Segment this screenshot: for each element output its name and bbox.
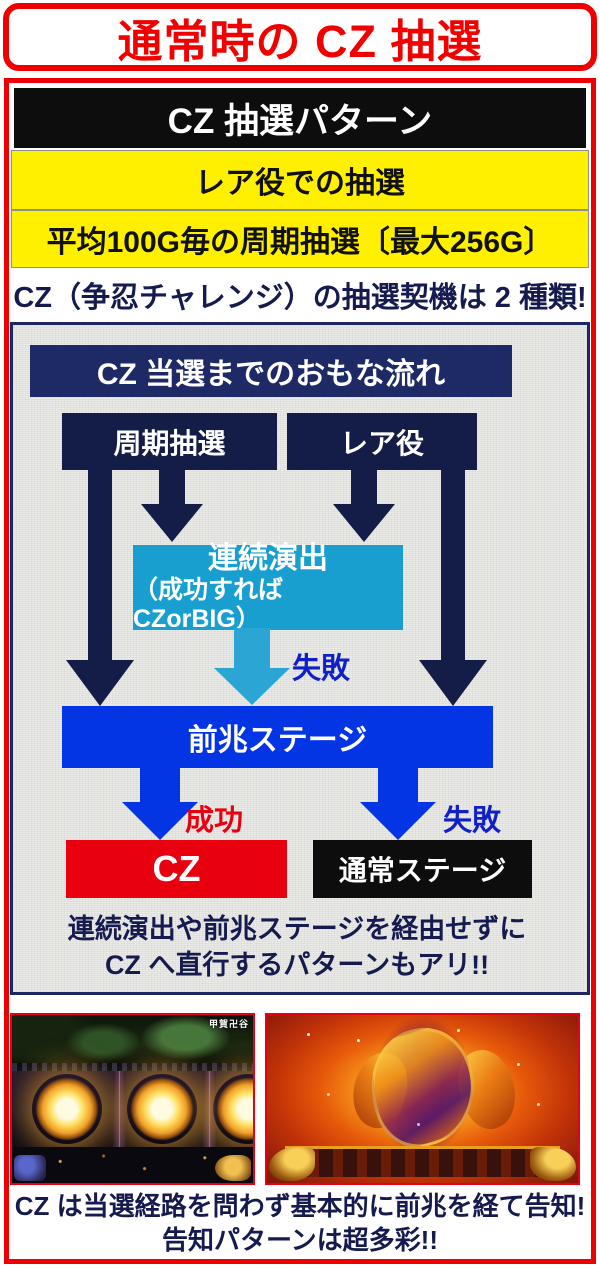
arrow-down-blue-right-icon — [360, 802, 436, 840]
screenshot-reel-cz-challenge: 甲賀卍谷 — [10, 1013, 255, 1185]
node-rare-role: レア役 — [287, 413, 477, 470]
main-panel: CZ 抽選パターン レア役での抽選 平均100G毎の周期抽選〔最大256G〕 C… — [4, 78, 596, 1264]
label-success: 成功 — [185, 805, 244, 837]
label-fail-zencho: 失敗 — [443, 805, 502, 837]
arrow-down-left-long-icon — [66, 660, 134, 706]
node-zencho-stage: 前兆ステージ — [62, 706, 493, 768]
node-cz: CZ — [66, 840, 287, 898]
page-title-box: 通常時の CZ 抽選 — [3, 3, 597, 71]
reel-divider — [113, 1071, 126, 1147]
arrow-down-left-long-stem — [88, 469, 112, 667]
section-header-label: CZ 抽選パターン — [167, 101, 433, 141]
arrow-down-left-short-icon — [141, 504, 203, 542]
gold-wing-ornament-right — [530, 1147, 576, 1181]
ui-ornament-right — [215, 1155, 251, 1181]
flowchart-note-line2: CZ へ直行するパターンもアリ!! — [104, 950, 490, 980]
gold-wing-ornament-left — [269, 1147, 315, 1181]
sparkle-dots — [307, 1033, 310, 1036]
cz-trigger-row-periodic: 平均100G毎の周期抽選〔最大256G〕 — [11, 210, 589, 268]
ui-ornament-left — [14, 1155, 46, 1181]
page-title: 通常時の CZ 抽選 — [117, 15, 483, 67]
footer-line2: 告知パターンは超多彩!! — [161, 1225, 439, 1255]
renzoku-line1: 連続演出 — [208, 541, 328, 575]
forest-background — [12, 1015, 253, 1065]
arrow-down-left-short-stem — [159, 469, 185, 509]
cz-medallion-symbol — [127, 1074, 197, 1144]
arrow-down-right-short-stem — [351, 469, 377, 509]
cz-flowchart: CZ 当選までのおもな流れ 周期抽選 レア役 連続演出 （成功すれば CZorB… — [10, 322, 590, 995]
arrow-down-right-short-icon — [333, 504, 395, 542]
screenshot-bottom-area — [12, 1147, 253, 1183]
reel-frame-divider — [12, 1063, 253, 1071]
flowchart-note-line1: 連続演出や前兆ステージを経由せずに — [67, 914, 527, 944]
pedestal-base — [285, 1146, 560, 1177]
node-periodic-lottery: 周期抽選 — [62, 413, 277, 470]
screenshot-cz-flame-logo — [265, 1013, 580, 1185]
flowchart-title: CZ 当選までのおもな流れ — [30, 345, 512, 397]
cz-trigger-row-rare: レア役での抽選 — [11, 150, 589, 210]
arrow-down-right-long-icon — [419, 660, 487, 706]
cz-medallion-symbol — [32, 1074, 102, 1144]
stage-name-overlay: 甲賀卍谷 — [208, 1019, 249, 1029]
arrow-down-right-long-stem — [441, 469, 465, 667]
arrow-down-cyan-stem — [234, 628, 270, 672]
arrow-down-blue-right-stem — [378, 766, 418, 806]
reel-divider — [203, 1071, 216, 1147]
renzoku-line2: （成功すれば CZorBIG） — [133, 576, 284, 633]
footer-line1: CZ は当選経路を問わず基本的に前兆を経て告知! — [14, 1191, 586, 1221]
arrow-down-blue-left-stem — [140, 766, 180, 806]
footer-caption: CZ は当選経路を問わず基本的に前兆を経て告知! 告知パターンは超多彩!! — [9, 1189, 591, 1257]
label-fail-renzoku: 失敗 — [292, 653, 351, 685]
flowchart-note: 連続演出や前兆ステージを経由せずに CZ へ直行するパターンもアリ!! — [13, 911, 581, 983]
node-normal-stage: 通常ステージ — [313, 840, 532, 898]
arrow-down-cyan-icon — [214, 668, 290, 705]
arrow-down-blue-left-icon — [122, 802, 198, 840]
node-renzoku-ensyutsu: 連続演出 （成功すれば CZorBIG） — [133, 541, 403, 633]
section-header: CZ 抽選パターン — [14, 88, 586, 148]
trigger-caption: CZ（争忍チャレンジ）の抽選契機は 2 種類! — [13, 282, 587, 314]
